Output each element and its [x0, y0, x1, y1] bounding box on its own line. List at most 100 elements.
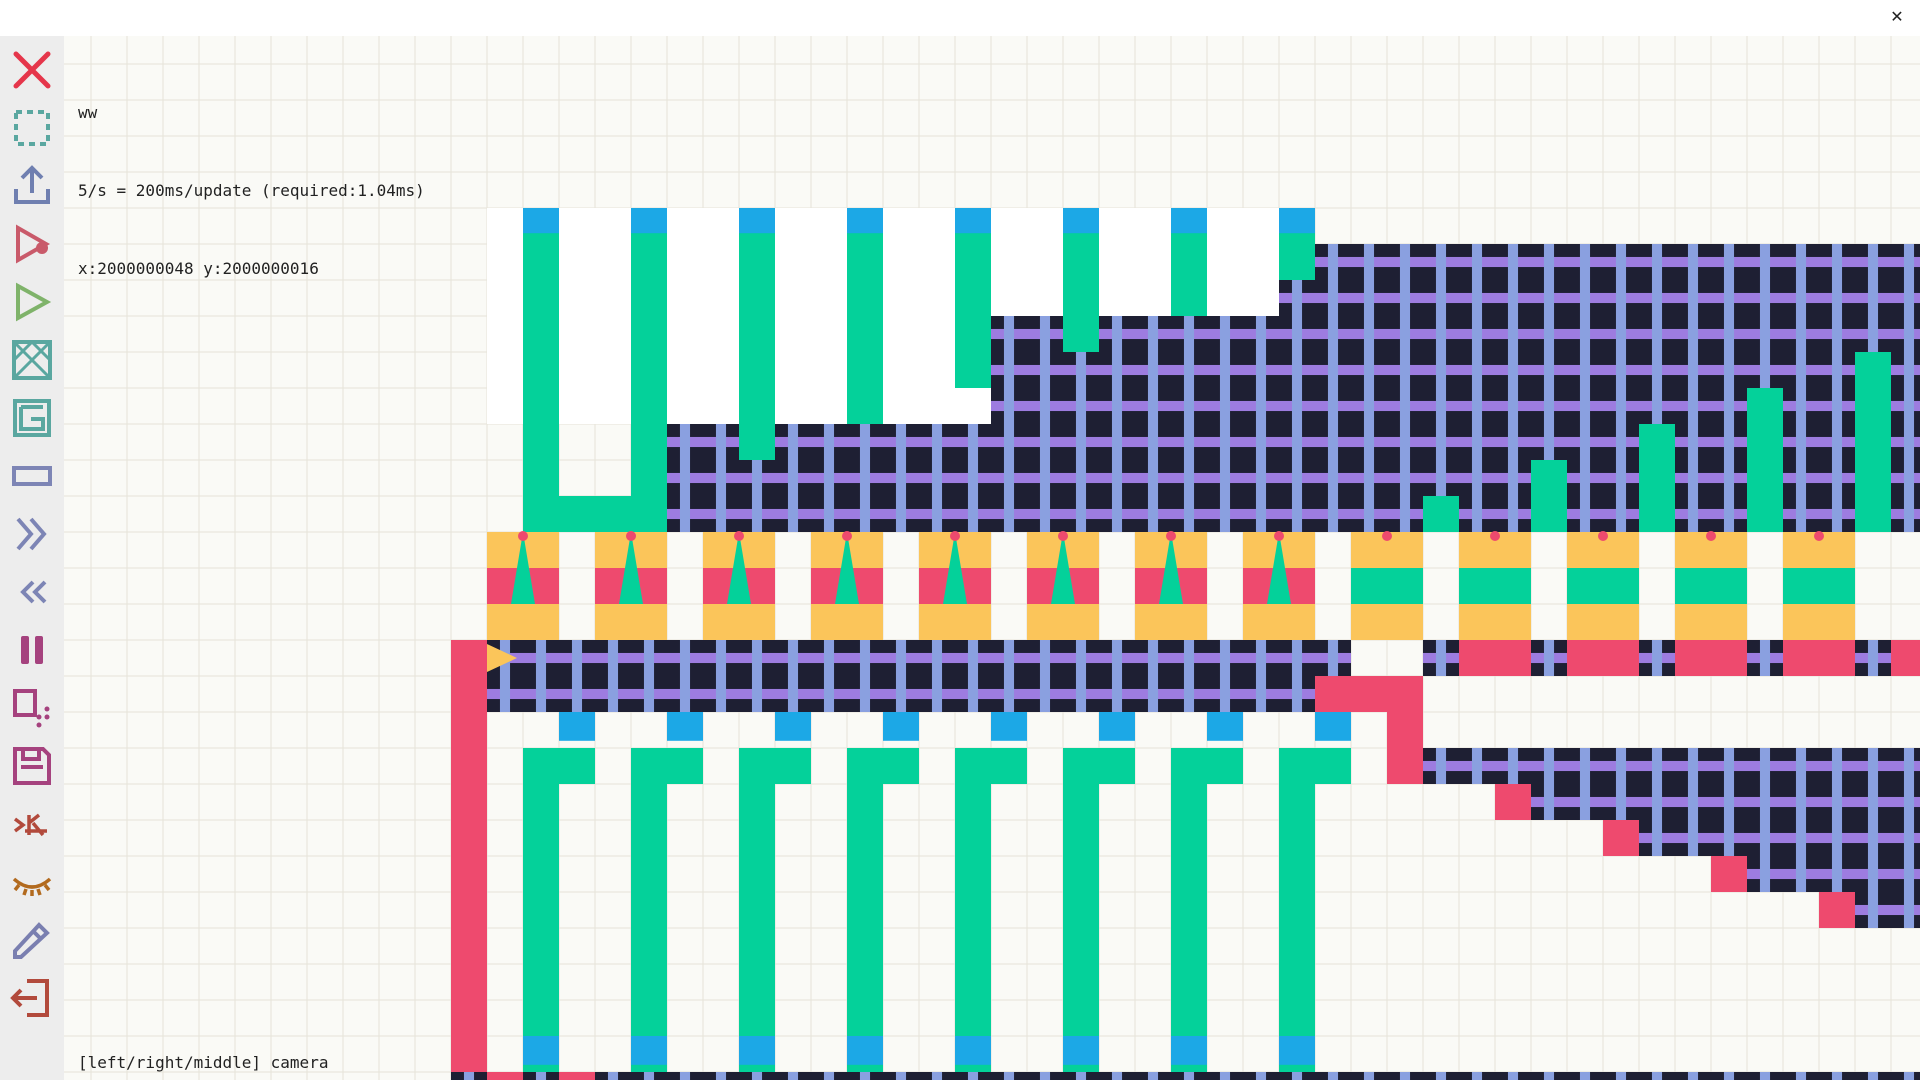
wire-cell	[631, 892, 667, 928]
wire-cell	[1063, 784, 1099, 820]
bus-column-line	[1471, 460, 1483, 496]
rect-tool-button[interactable]	[6, 450, 58, 502]
loop-tool-button[interactable]	[6, 392, 58, 444]
empty-cell	[559, 388, 595, 424]
bus-column-line	[1039, 460, 1051, 496]
bus-column-line	[1039, 388, 1051, 424]
loop-box-icon	[13, 399, 51, 437]
bus-column-line	[1471, 244, 1483, 280]
empty-cell	[559, 208, 595, 244]
wire-cell	[631, 748, 667, 784]
pause-tool-button[interactable]	[6, 624, 58, 676]
bus-column-line	[643, 640, 655, 676]
bus-column-line	[1255, 1072, 1267, 1080]
bus-column-line	[787, 640, 799, 676]
gate-cell	[451, 820, 487, 856]
slow-down-tool-button[interactable]	[6, 566, 58, 618]
select-tool-button[interactable]	[6, 102, 58, 154]
bus-column-line	[1579, 784, 1591, 820]
wire-cell	[631, 352, 667, 388]
bus-column-line	[1795, 748, 1807, 784]
play-tool-button[interactable]	[6, 276, 58, 328]
wire-cell	[955, 820, 991, 856]
bus-column-line	[679, 1072, 691, 1080]
bus-column-line	[1795, 388, 1807, 424]
hide-tool-button[interactable]	[6, 856, 58, 908]
bus-column-line	[1831, 352, 1843, 388]
bus-column-line	[1831, 424, 1843, 460]
wire-cell	[955, 352, 991, 388]
wire-cell	[667, 748, 703, 784]
wire-cell	[1171, 820, 1207, 856]
bus-column-line	[1399, 244, 1411, 280]
gate-cell	[1711, 640, 1747, 676]
bus-column-line	[607, 640, 619, 676]
input-arrow	[487, 644, 517, 672]
save-tool-button[interactable]	[6, 740, 58, 792]
bus-column-line	[1507, 1072, 1519, 1080]
delete-tool-button[interactable]	[6, 44, 58, 96]
empty-cell	[775, 352, 811, 388]
wire-cell	[559, 748, 595, 784]
bus-column-line	[1795, 1072, 1807, 1080]
gate-dot	[1382, 531, 1392, 541]
bus-column-line	[1147, 388, 1159, 424]
circuit-world[interactable]	[64, 36, 1920, 1080]
bus-column-line	[1543, 424, 1555, 460]
empty-cell	[667, 244, 703, 280]
wire-cell	[847, 784, 883, 820]
bus-column-line	[1435, 388, 1447, 424]
wire-cell	[523, 964, 559, 1000]
bus-column-line	[535, 640, 547, 676]
upload-tool-button[interactable]	[6, 160, 58, 212]
gate-cell	[1711, 856, 1747, 892]
exit-tool-button[interactable]	[6, 972, 58, 1024]
connector-cell	[739, 604, 775, 640]
bus-column-line	[1327, 244, 1339, 280]
empty-cell	[595, 244, 631, 280]
wire-cell	[1783, 568, 1819, 604]
bus-column-line	[1183, 460, 1195, 496]
bus-column-line	[1651, 280, 1663, 316]
paste-tool-button[interactable]	[6, 682, 58, 734]
bus-column-line	[1363, 352, 1375, 388]
gate-cell	[451, 640, 487, 676]
empty-cell	[595, 280, 631, 316]
bus-column-line	[859, 424, 871, 460]
bus-column-line	[1363, 424, 1375, 460]
wire-end-cap	[1315, 712, 1351, 741]
wire-cell	[1171, 784, 1207, 820]
circuit-canvas[interactable]	[64, 36, 1920, 1080]
close-icon[interactable]: ✕	[1890, 7, 1904, 26]
bus-column-line	[715, 496, 727, 532]
bus-column-line	[823, 460, 835, 496]
wire-cell	[1063, 316, 1099, 352]
gate-cell	[487, 1072, 523, 1080]
wire-cell	[955, 892, 991, 928]
wire-cell	[847, 856, 883, 892]
connector-cell	[847, 532, 883, 568]
bus-column-line	[715, 460, 727, 496]
bus-column-line	[1363, 1072, 1375, 1080]
wire-cell	[1855, 352, 1891, 388]
crossing-tool-button[interactable]	[6, 334, 58, 386]
bus-column-line	[1435, 244, 1447, 280]
wire-cell	[1171, 892, 1207, 928]
bus-column-line	[1003, 640, 1015, 676]
bus-column-line	[1831, 784, 1843, 820]
wire-cell	[523, 1000, 559, 1036]
speed-up-tool-button[interactable]	[6, 508, 58, 560]
bus-column-line	[1687, 352, 1699, 388]
step-play-tool-button[interactable]	[6, 218, 58, 270]
draw-tool-button[interactable]	[6, 914, 58, 966]
label-tool-button[interactable]	[6, 798, 58, 850]
empty-cell	[1243, 244, 1279, 280]
connector-cell	[487, 604, 523, 640]
bus-column-line	[1039, 496, 1051, 532]
bus-column-line	[1111, 676, 1123, 712]
empty-cell	[811, 388, 847, 424]
bus-column-line	[1831, 280, 1843, 316]
empty-cell	[1135, 244, 1171, 280]
bus-column-line	[1831, 748, 1843, 784]
empty-cell	[991, 244, 1027, 280]
